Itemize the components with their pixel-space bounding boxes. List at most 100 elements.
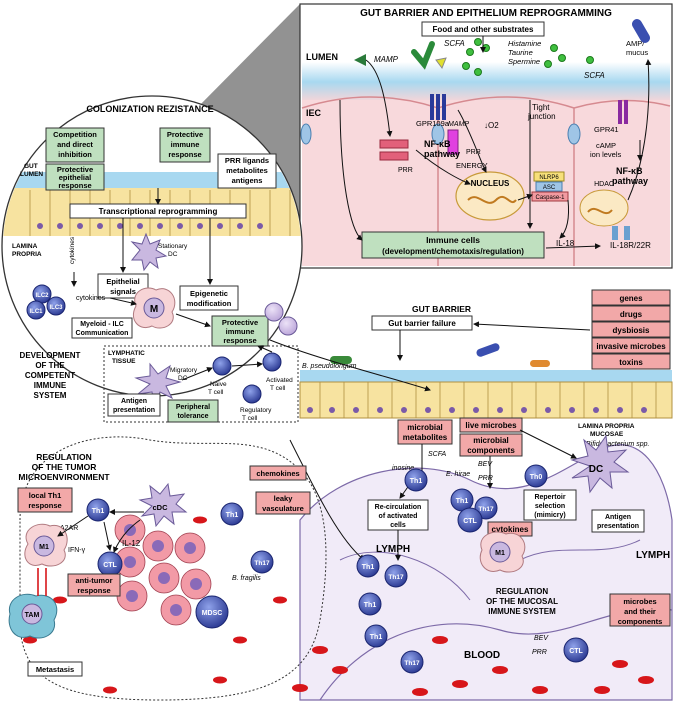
prr-label-1: PRR <box>398 167 413 174</box>
gpr41-label: GPR41 <box>594 125 619 134</box>
chemokines-box: chemokines <box>256 469 299 478</box>
regulation-2: OF THE MUCOSAL <box>486 597 558 606</box>
immune-cells-2: (development/chemotaxis/regulation) <box>382 247 524 256</box>
lumen-label: LUMEN <box>306 52 338 62</box>
colonization-title: COLONIZATION REZISTANCE <box>86 104 213 114</box>
amp-mucus-1: AMP/ <box>626 39 645 48</box>
lamina-propria-2: PROPRIA <box>12 251 42 258</box>
competition-3: inhibition <box>58 150 92 159</box>
peripheral-1: Peripheral <box>176 404 210 411</box>
scfa-label: SCFA <box>444 39 465 48</box>
scfa2-label: SCFA <box>584 71 605 80</box>
bifido-label: Bifidobacterium spp. <box>586 441 649 448</box>
local-th1-1: local Th1 <box>29 491 62 500</box>
prr-ligands-2: metabolites <box>226 166 268 175</box>
gb-scfa-label: SCFA <box>428 451 446 458</box>
lamina-mucosae-1: LAMINA PROPRIA <box>578 423 635 430</box>
mamp2-label: MAMP <box>448 121 469 128</box>
lymphatic-2: TISSUE <box>112 358 136 365</box>
ctl-cell: CTL <box>463 518 477 525</box>
th1-cell: Th1 <box>456 498 469 505</box>
factor-dysbiosis: dysbiosis <box>613 326 650 335</box>
lamina-propria-1: LAMINA <box>12 243 38 250</box>
gpr109a-label: GPR109a <box>416 119 450 128</box>
asc-label: ASC <box>543 185 556 191</box>
tumor-title-1: REGULATION <box>36 452 92 462</box>
gut-barrier-failure: Gut barrier failure <box>388 319 456 328</box>
amp-mucus-2: mucus <box>626 48 648 57</box>
epithelium-title: GUT BARRIER AND EPITHELIUM REPROGRAMMING <box>360 8 612 19</box>
spermine-label: Spermine <box>508 57 540 66</box>
m-cell-label: M <box>150 304 158 315</box>
microbial-metabolites-2: metabolites <box>403 433 448 442</box>
competition-2: and direct <box>57 140 93 149</box>
protective-immune2-1: Protective <box>222 318 258 327</box>
development-3: COMPETENT <box>25 371 75 380</box>
il18r-label: IL-18R/22R <box>610 241 651 250</box>
protective-epithelial-1: Protective <box>57 165 93 174</box>
th1-cell: Th1 <box>410 478 423 485</box>
migratory-dc-1: Migratory <box>170 367 198 374</box>
microbial-metabolites-1: microbial <box>407 423 443 432</box>
epigenetic-2: modification <box>187 299 232 308</box>
cytokines-label: cytokines <box>76 295 106 302</box>
nucleus-label: NUCLEUS <box>471 179 510 188</box>
protective-immune-2: immune <box>171 140 200 149</box>
gb-prr-label: PRR <box>478 475 493 482</box>
histamine-label: Histamine <box>508 39 541 48</box>
anti-tumor-2: response <box>77 586 110 595</box>
gut-barrier-title: GUT BARRIER <box>412 304 471 314</box>
anti-tumor-1: anti-tumor <box>75 576 112 585</box>
protective-immune-3: response <box>168 150 201 159</box>
development-4: IMMUNE <box>34 381 67 390</box>
tumor-title-3: MICROENVIRONMENT <box>18 472 110 482</box>
gb-cytokines: cytokines <box>492 525 529 534</box>
mamp-label: MAMP <box>374 55 399 64</box>
migratory-dc-2: DC <box>178 375 188 382</box>
regulatory-1: Regulatory <box>240 407 272 414</box>
th17-cell: Th17 <box>404 660 420 667</box>
stationary-dc-1: Stationary <box>158 243 188 250</box>
leaky-2: vasculature <box>262 504 304 513</box>
recirc-3: cells <box>390 522 406 529</box>
factor-genes: genes <box>619 294 643 303</box>
local-th1-2: response <box>28 501 61 510</box>
antigen-presentation-1: Antigen <box>121 398 147 405</box>
dc-label: DC <box>589 464 603 475</box>
development-5: SYSTEM <box>34 391 67 400</box>
b-pseudolongum: B. pseudolongum <box>302 363 357 370</box>
factor-invasive: invasive microbes <box>596 342 666 351</box>
gut-lumen-1: GUT <box>24 163 38 170</box>
factor-toxins: toxins <box>619 358 643 367</box>
nfkb2-1: NF-κB <box>616 166 643 176</box>
competition-1: Competition <box>53 130 97 139</box>
prr-label-2: PRR <box>466 149 481 156</box>
repertoir-1: Repertoir <box>534 494 565 501</box>
recirc-1: Re-circulation <box>375 504 422 511</box>
peripheral-2: tolerance <box>177 413 208 420</box>
regulation-3: IMMUNE SYSTEM <box>488 607 556 616</box>
nfkb-1: NF-κB <box>424 139 451 149</box>
microbial-components-2: components <box>467 446 515 455</box>
mdsc-cell: MDSC <box>202 610 223 617</box>
epithelial-signals-2: signals <box>110 287 136 296</box>
lymph2-label: LYMPH <box>636 550 670 561</box>
lymphatic-1: LYMPHATIC <box>108 350 145 357</box>
th17-cell: Th17 <box>388 574 404 581</box>
th0-cell: Th0 <box>530 474 543 481</box>
e-hirae-label: E. hirae <box>446 471 470 478</box>
prr-ligands-1: PRR ligands <box>225 156 269 165</box>
lamina-mucosae-2: MUCOSAE <box>590 431 624 438</box>
ilc1-label: ILC1 <box>29 309 43 315</box>
prr-ligands-3: antigens <box>232 176 263 185</box>
antigen-pres-1: Antigen <box>605 514 631 521</box>
stationary-dc-2: DC <box>168 251 178 258</box>
bev2-label: BEV <box>534 635 549 642</box>
cytokines-vertical: cytokines <box>69 236 76 264</box>
b-fragilis-label: B. fragilis <box>232 575 261 582</box>
camp-2: ion levels <box>590 150 622 159</box>
iec-label: IEC <box>306 108 322 118</box>
protective-epithelial-2: epithelial <box>59 173 92 182</box>
ifng-label: IFN-γ <box>68 547 86 554</box>
microbes-comp-2: and their <box>624 607 656 616</box>
